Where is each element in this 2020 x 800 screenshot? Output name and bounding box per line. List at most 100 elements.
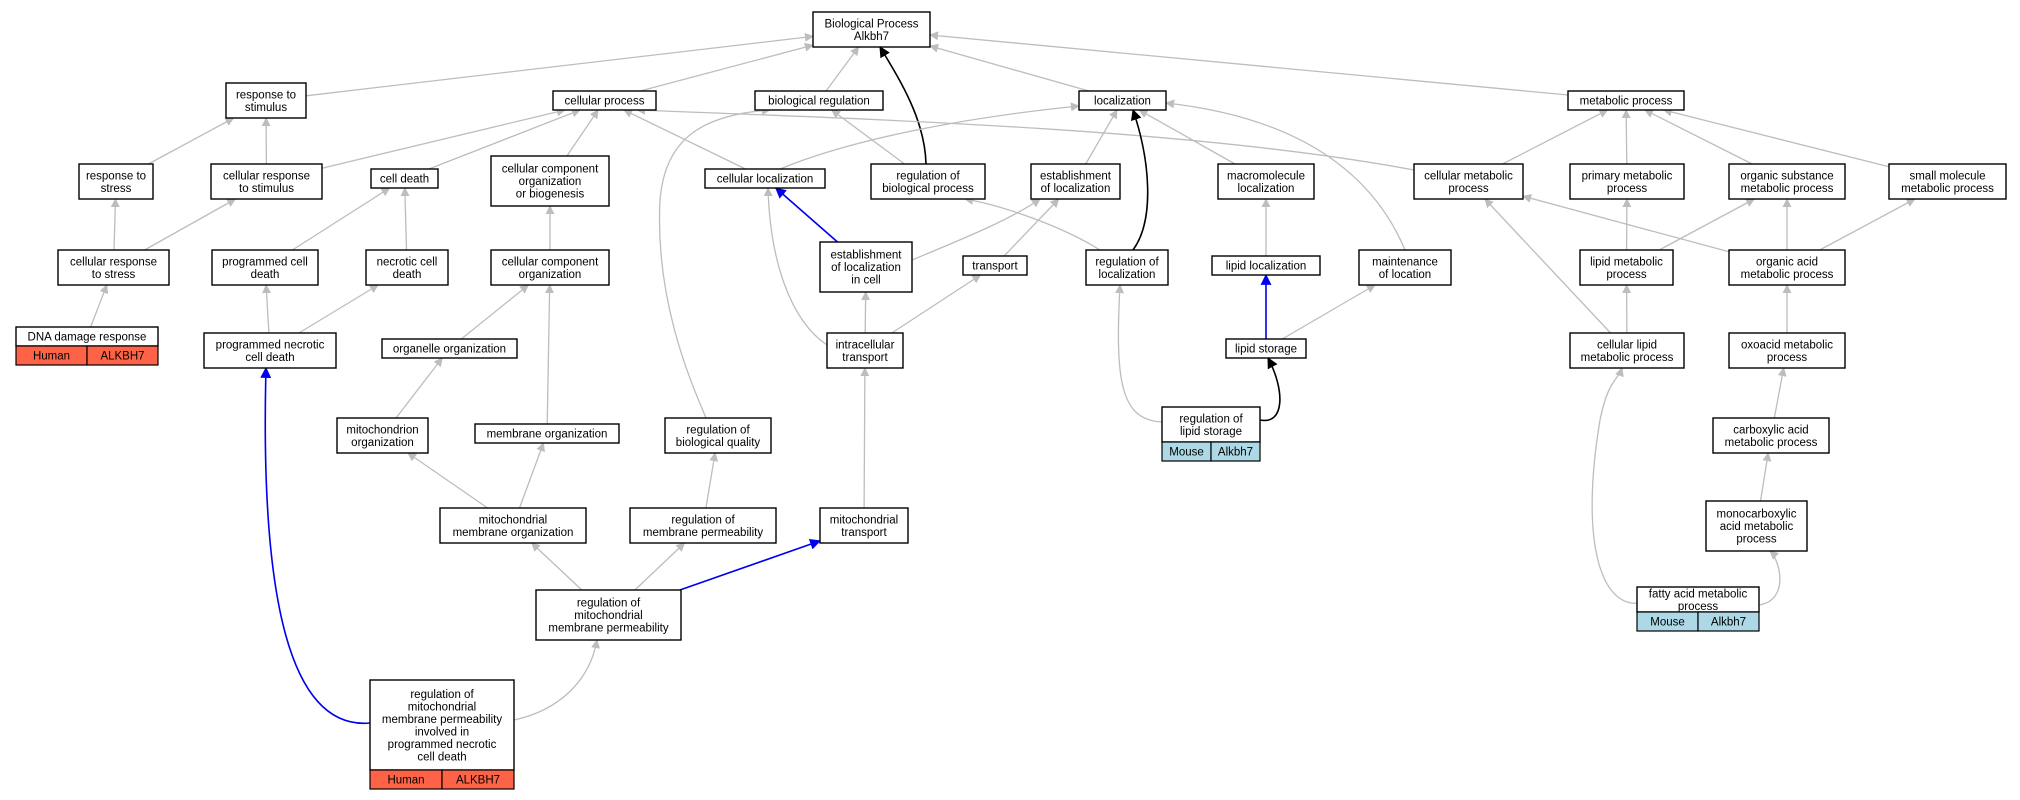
go-term-node-lipid-loc[interactable]: lipid localization	[1211, 255, 1321, 276]
go-term-label-line: process	[1606, 269, 1647, 281]
go-term-box	[1728, 163, 1846, 200]
go-term-node-lipid-storage[interactable]: lipid storage	[1225, 338, 1307, 359]
edge-cell-loc-to-localization	[779, 102, 1080, 170]
edge-necrotic-cell-death-to-cell-death	[400, 187, 410, 251]
edge-prog-necrotic-to-necrotic-cell-death	[298, 284, 379, 334]
edge-prim-metab-to-metab-proc	[1621, 109, 1631, 165]
go-term-label-line: mitochondrial	[479, 514, 547, 526]
edge-fatty-acid-metab-to-monocarbox-metab	[1758, 550, 1781, 606]
go-term-label-line: regulation of	[577, 598, 641, 610]
edge-cell-resp-stress-to-resp-stress	[110, 198, 120, 251]
edge-carbox-metab-to-oxoacid-metab	[1773, 367, 1787, 419]
go-term-node-transport[interactable]: transport	[962, 255, 1028, 276]
go-term-label-line: biological quality	[676, 437, 761, 449]
edge-cell-resp-stress-to-cell-resp-stim	[144, 198, 237, 251]
go-term-label-line: cellular response	[70, 256, 157, 268]
go-term-box	[1636, 586, 1760, 613]
go-term-node-cell-death[interactable]: cell death	[370, 168, 439, 189]
edge-cell-metab-to-cell-proc	[636, 105, 1415, 171]
edge-reg-mito-perm-to-reg-membrane-perm	[634, 542, 686, 591]
go-term-label-line: organelle organization	[393, 344, 506, 356]
go-term-box	[826, 332, 904, 369]
go-term-box	[1030, 163, 1121, 200]
go-term-node-membrane-org[interactable]: membrane organization	[474, 423, 620, 444]
go-term-node-metab-proc[interactable]: metabolic process	[1567, 90, 1685, 111]
go-term-label-line: primary metabolic	[1582, 170, 1673, 182]
go-term-label-line: transport	[841, 527, 887, 539]
edge-layer	[89, 31, 1916, 724]
edge-reg-loc-to-reg-bio-proc	[964, 195, 1101, 251]
go-term-box	[1225, 338, 1307, 359]
edge-reg-membrane-perm-to-reg-bio-quality	[705, 452, 719, 509]
go-term-label-line: involved in	[415, 726, 469, 738]
edge-organelle-org-to-cco	[460, 284, 530, 340]
go-term-node-cell-loc[interactable]: cellular localization	[704, 168, 826, 189]
go-term-label-line: process	[1736, 534, 1777, 546]
go-term-box	[552, 90, 657, 111]
edge-reg-loc-to-localization	[1130, 108, 1149, 251]
go-term-label-line: monocarboxylic	[1717, 509, 1797, 521]
go-term-label-line: membrane permeability	[382, 714, 502, 726]
go-term-box	[225, 82, 307, 119]
edge-mito-org-to-organelle-org	[395, 357, 443, 419]
go-term-node-bio-reg[interactable]: biological regulation	[754, 90, 884, 111]
go-term-node-cell-proc[interactable]: cellular process	[552, 90, 657, 111]
annotation-gene-label: Alkbh7	[1711, 617, 1746, 629]
go-term-box	[1728, 332, 1846, 369]
go-term-label-line: cellular component	[502, 164, 599, 176]
go-term-label-line: Biological Process	[825, 18, 919, 30]
go-term-label-line: programmed necrotic	[388, 739, 497, 751]
edge-resp-stim-to-bp	[305, 32, 814, 97]
go-term-label-line: process	[1448, 183, 1489, 195]
go-term-node-localization[interactable]: localization	[1078, 90, 1167, 111]
go-term-label-line: response to	[86, 170, 146, 182]
go-term-node-organelle-org[interactable]: organelle organization	[381, 338, 518, 359]
go-term-box	[1712, 417, 1830, 454]
go-term-box	[78, 163, 154, 200]
go-term-box	[812, 11, 931, 48]
edge-org-sub-metab-to-metab-proc	[1644, 109, 1753, 165]
go-term-label-line: localization	[1099, 269, 1156, 281]
go-term-label-line: lipid metabolic	[1590, 256, 1663, 268]
go-term-label-line: process	[1607, 183, 1648, 195]
